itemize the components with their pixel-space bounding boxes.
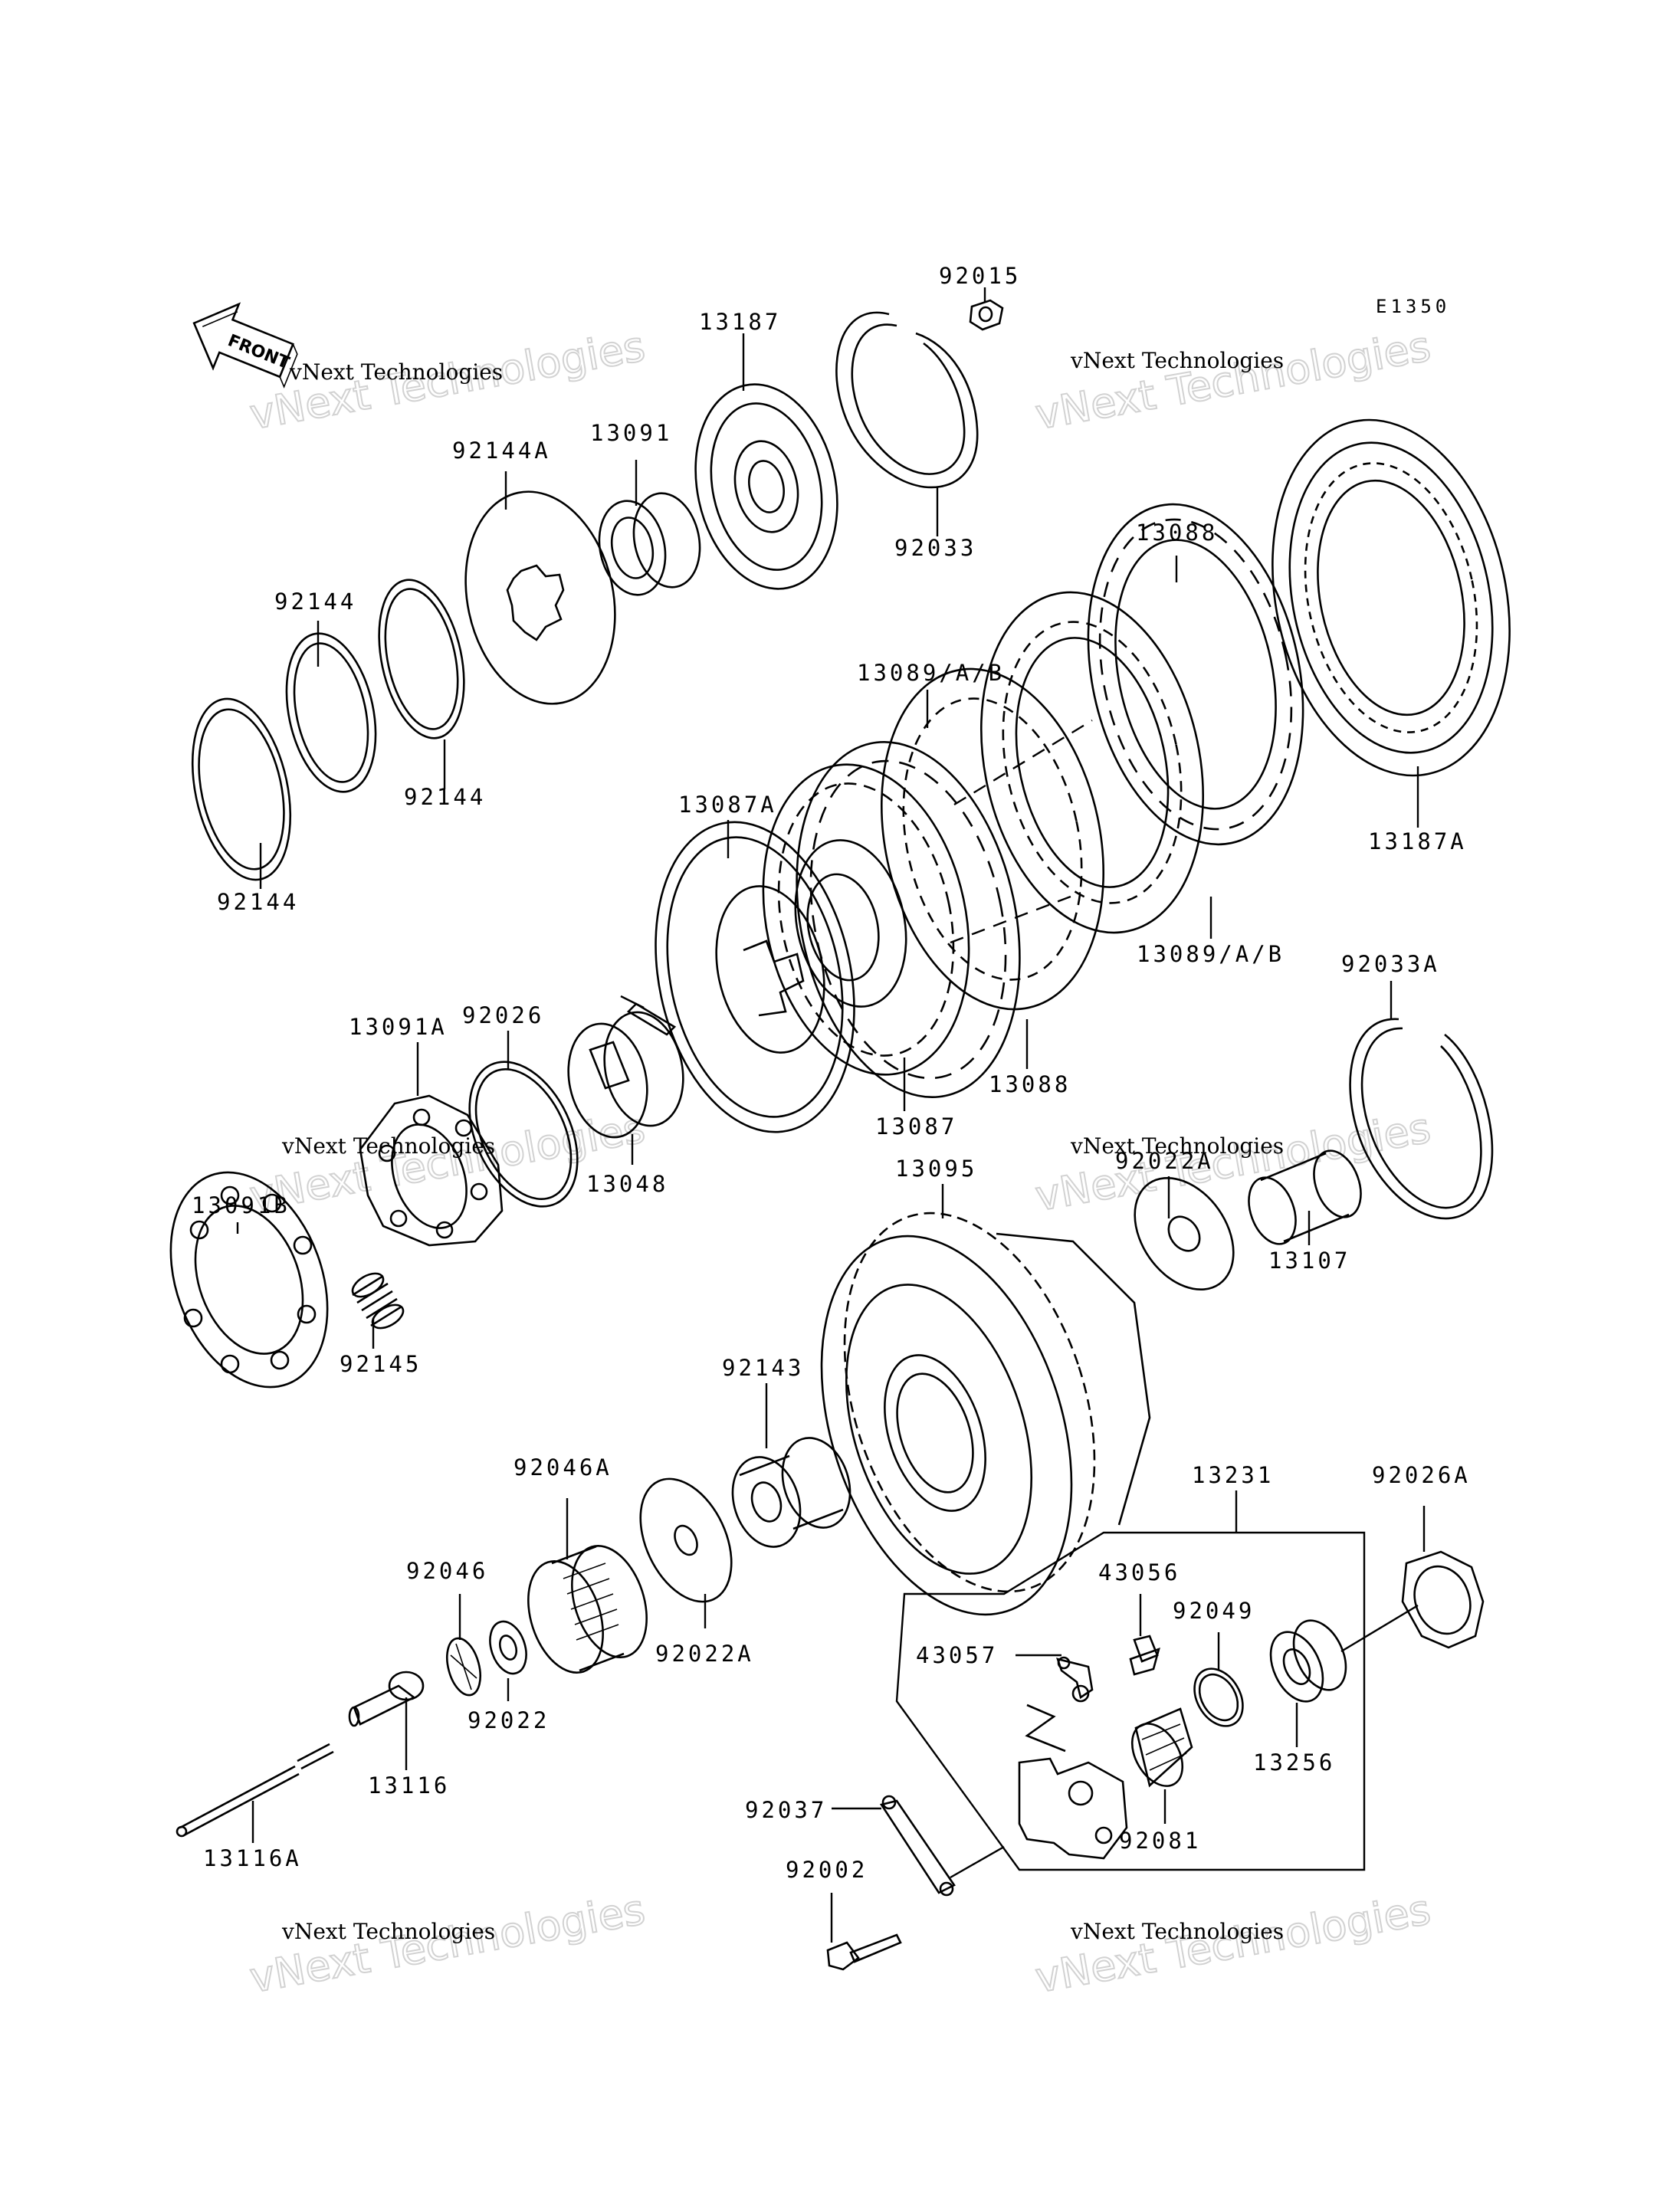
disc-92144A (464, 490, 616, 705)
washer-92144-2 (285, 632, 377, 793)
leader-lines (236, 287, 1426, 1943)
plate-13089-right (979, 591, 1205, 934)
part-label-13116: 13116 (368, 1772, 450, 1799)
collar-13107 (1248, 1149, 1362, 1245)
seal-92049 (1193, 1667, 1244, 1727)
part-label-13091: 13091 (590, 420, 672, 446)
svg-text:vNext Technologies: vNext Technologies (289, 359, 503, 385)
part-label-92046: 92046 (406, 1558, 488, 1584)
clutch-hub-13087 (762, 763, 970, 1076)
part-label-13088-upper: 13088 (1136, 520, 1218, 546)
diagram-code: E1350 (1376, 296, 1450, 317)
part-label-13089-upper: 13089/A/B (857, 660, 1005, 686)
part-label-13087: 13087 (875, 1113, 957, 1139)
washer-92022 (489, 1620, 527, 1675)
washer-92144-3 (191, 697, 292, 881)
part-label-92144-b: 92144 (404, 784, 486, 810)
part-label-13091B: 13091B (192, 1192, 290, 1218)
snap-ring-92033 (835, 311, 979, 489)
gasket-92026A (1401, 1550, 1485, 1649)
snap-ring-92033A (1349, 1018, 1494, 1220)
svg-text:vNext Technologies: vNext Technologies (1032, 322, 1434, 439)
boot-92081 (1130, 1707, 1193, 1788)
rod-13116A (176, 1743, 334, 1838)
plate-13089-left (880, 667, 1105, 1011)
svg-text:vNext Technologies: vNext Technologies (1070, 1133, 1284, 1159)
sleeve-13048 (567, 1002, 684, 1139)
front-arrow-icon: FRONT (192, 302, 298, 389)
watermark-bottom-left: vNext Technologies vNext Technologies (245, 1884, 649, 2003)
svg-text:vNext Technologies: vNext Technologies (1070, 348, 1284, 373)
plate-13088-lower (796, 740, 1021, 1099)
part-label-92144A: 92144A (452, 438, 551, 464)
lifter-plate-13091A (359, 1094, 504, 1247)
release-assembly-13231 (895, 1531, 1366, 1871)
pressure-plate-13187 (694, 383, 838, 590)
screw-43056 (1129, 1635, 1160, 1676)
part-label-92022A-lower: 92022A (655, 1641, 754, 1667)
svg-text:vNext Technologies: vNext Technologies (246, 1103, 648, 1221)
part-label-13107: 13107 (1268, 1248, 1350, 1274)
clutch-housing-13095 (820, 1212, 1151, 1616)
part-label-92026: 92026 (462, 1002, 544, 1028)
svg-text:vNext Technologies: vNext Technologies (1070, 1919, 1284, 1944)
watermark-mid-left: vNext Technologies vNext Technologies (245, 1103, 649, 1221)
washer-92022A-lower (639, 1477, 733, 1603)
part-label-13095: 13095 (895, 1156, 977, 1182)
part-label-92037: 92037 (745, 1797, 827, 1823)
part-label-13088-lower: 13088 (989, 1071, 1071, 1097)
part-label-13187A: 13187A (1368, 828, 1467, 854)
bearing-13091 (598, 492, 701, 596)
clamp-92037 (879, 1795, 956, 1897)
part-label-92049: 92049 (1173, 1598, 1255, 1624)
part-label-13091A: 13091A (349, 1014, 448, 1040)
part-label-92144-a: 92144 (274, 589, 356, 615)
bearing-92046 (446, 1637, 481, 1697)
washer-92144-1 (378, 579, 465, 739)
nut-92015 (969, 299, 1004, 331)
part-label-92022A-upper: 92022A (1115, 1148, 1214, 1174)
watermark-top-left: vNext Technologies vNext Technologies (245, 321, 649, 440)
watermark-mid-right: vNext Technologies vNext Technologies (1031, 1103, 1435, 1221)
part-label-13048: 13048 (586, 1171, 668, 1197)
watermark-top-right: vNext Technologies vNext Technologies (1031, 321, 1435, 440)
part-label-43057: 43057 (916, 1642, 998, 1668)
watermark-bottom-right: vNext Technologies vNext Technologies (1031, 1884, 1435, 2003)
bearing-13256 (1269, 1619, 1347, 1703)
part-label-92143: 92143 (722, 1355, 804, 1381)
part-labels: 92015 13187 92144A 13091 92033 13088 921… (192, 263, 1471, 1883)
part-label-13187: 13187 (699, 309, 781, 335)
washer-92022A-upper (1134, 1176, 1235, 1291)
bolt-92002 (826, 1933, 902, 1971)
svg-text:vNext Technologies: vNext Technologies (1032, 1103, 1434, 1221)
part-label-13089-lower: 13089/A/B (1137, 941, 1285, 967)
part-label-92026A: 92026A (1372, 1462, 1471, 1488)
plate-13087A (655, 821, 855, 1133)
part-label-92046A: 92046A (514, 1454, 612, 1481)
pushrod-13116 (348, 1671, 425, 1727)
part-label-92015: 92015 (939, 263, 1021, 289)
part-label-92033A: 92033A (1341, 951, 1440, 977)
part-label-92145: 92145 (340, 1351, 422, 1377)
oring-92026 (468, 1061, 579, 1208)
part-label-92033: 92033 (894, 535, 976, 561)
part-label-13116A: 13116A (203, 1845, 302, 1871)
friction-plate-13187A (1271, 418, 1511, 777)
part-label-13256: 13256 (1253, 1749, 1335, 1776)
part-label-43056: 43056 (1098, 1559, 1180, 1585)
collar-92143 (731, 1437, 851, 1548)
needle-bearing-92046A (527, 1545, 648, 1674)
spring-92145 (351, 1272, 405, 1330)
part-label-92081: 92081 (1119, 1828, 1201, 1854)
plate-13088-upper (1087, 503, 1304, 846)
bleeder-43057 (1056, 1656, 1094, 1703)
part-label-13231: 13231 (1192, 1462, 1274, 1488)
svg-text:vNext Technologies: vNext Technologies (281, 1919, 495, 1944)
part-label-92022: 92022 (468, 1707, 550, 1733)
ring-13091B (169, 1171, 329, 1389)
part-label-92002: 92002 (786, 1857, 868, 1883)
part-label-92144-c: 92144 (217, 889, 299, 915)
part-label-13087A: 13087A (678, 792, 777, 818)
